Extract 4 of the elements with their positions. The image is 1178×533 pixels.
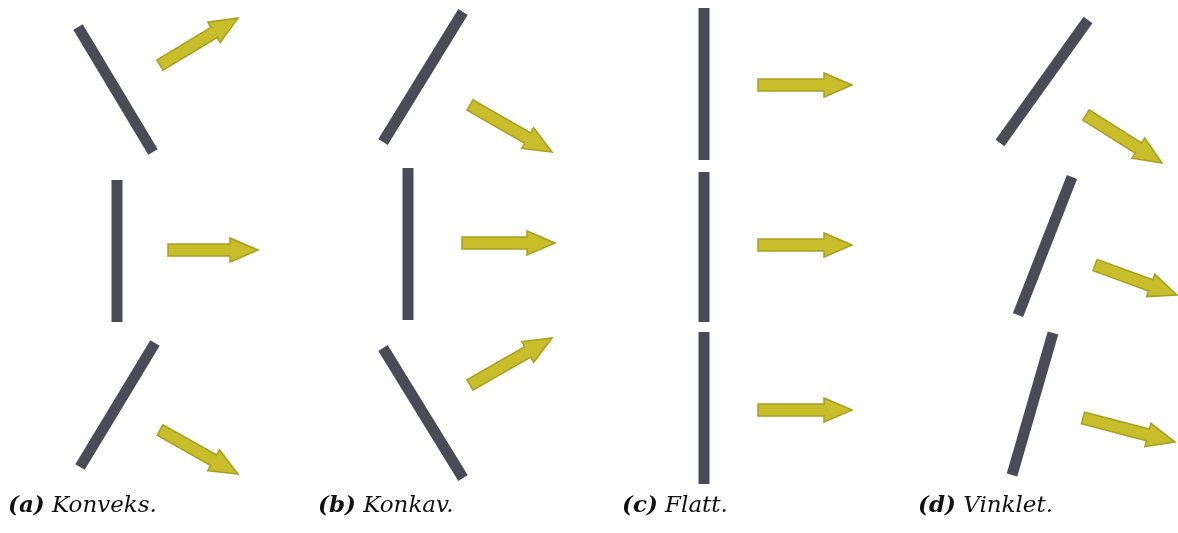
panel-caption: (b) Konkav. [318,490,454,517]
panel-caption: (a) Konveks. [8,490,157,517]
panel-caption: (c) Flatt. [622,490,728,517]
panel-caption: (d) Vinklet. [918,490,1053,517]
